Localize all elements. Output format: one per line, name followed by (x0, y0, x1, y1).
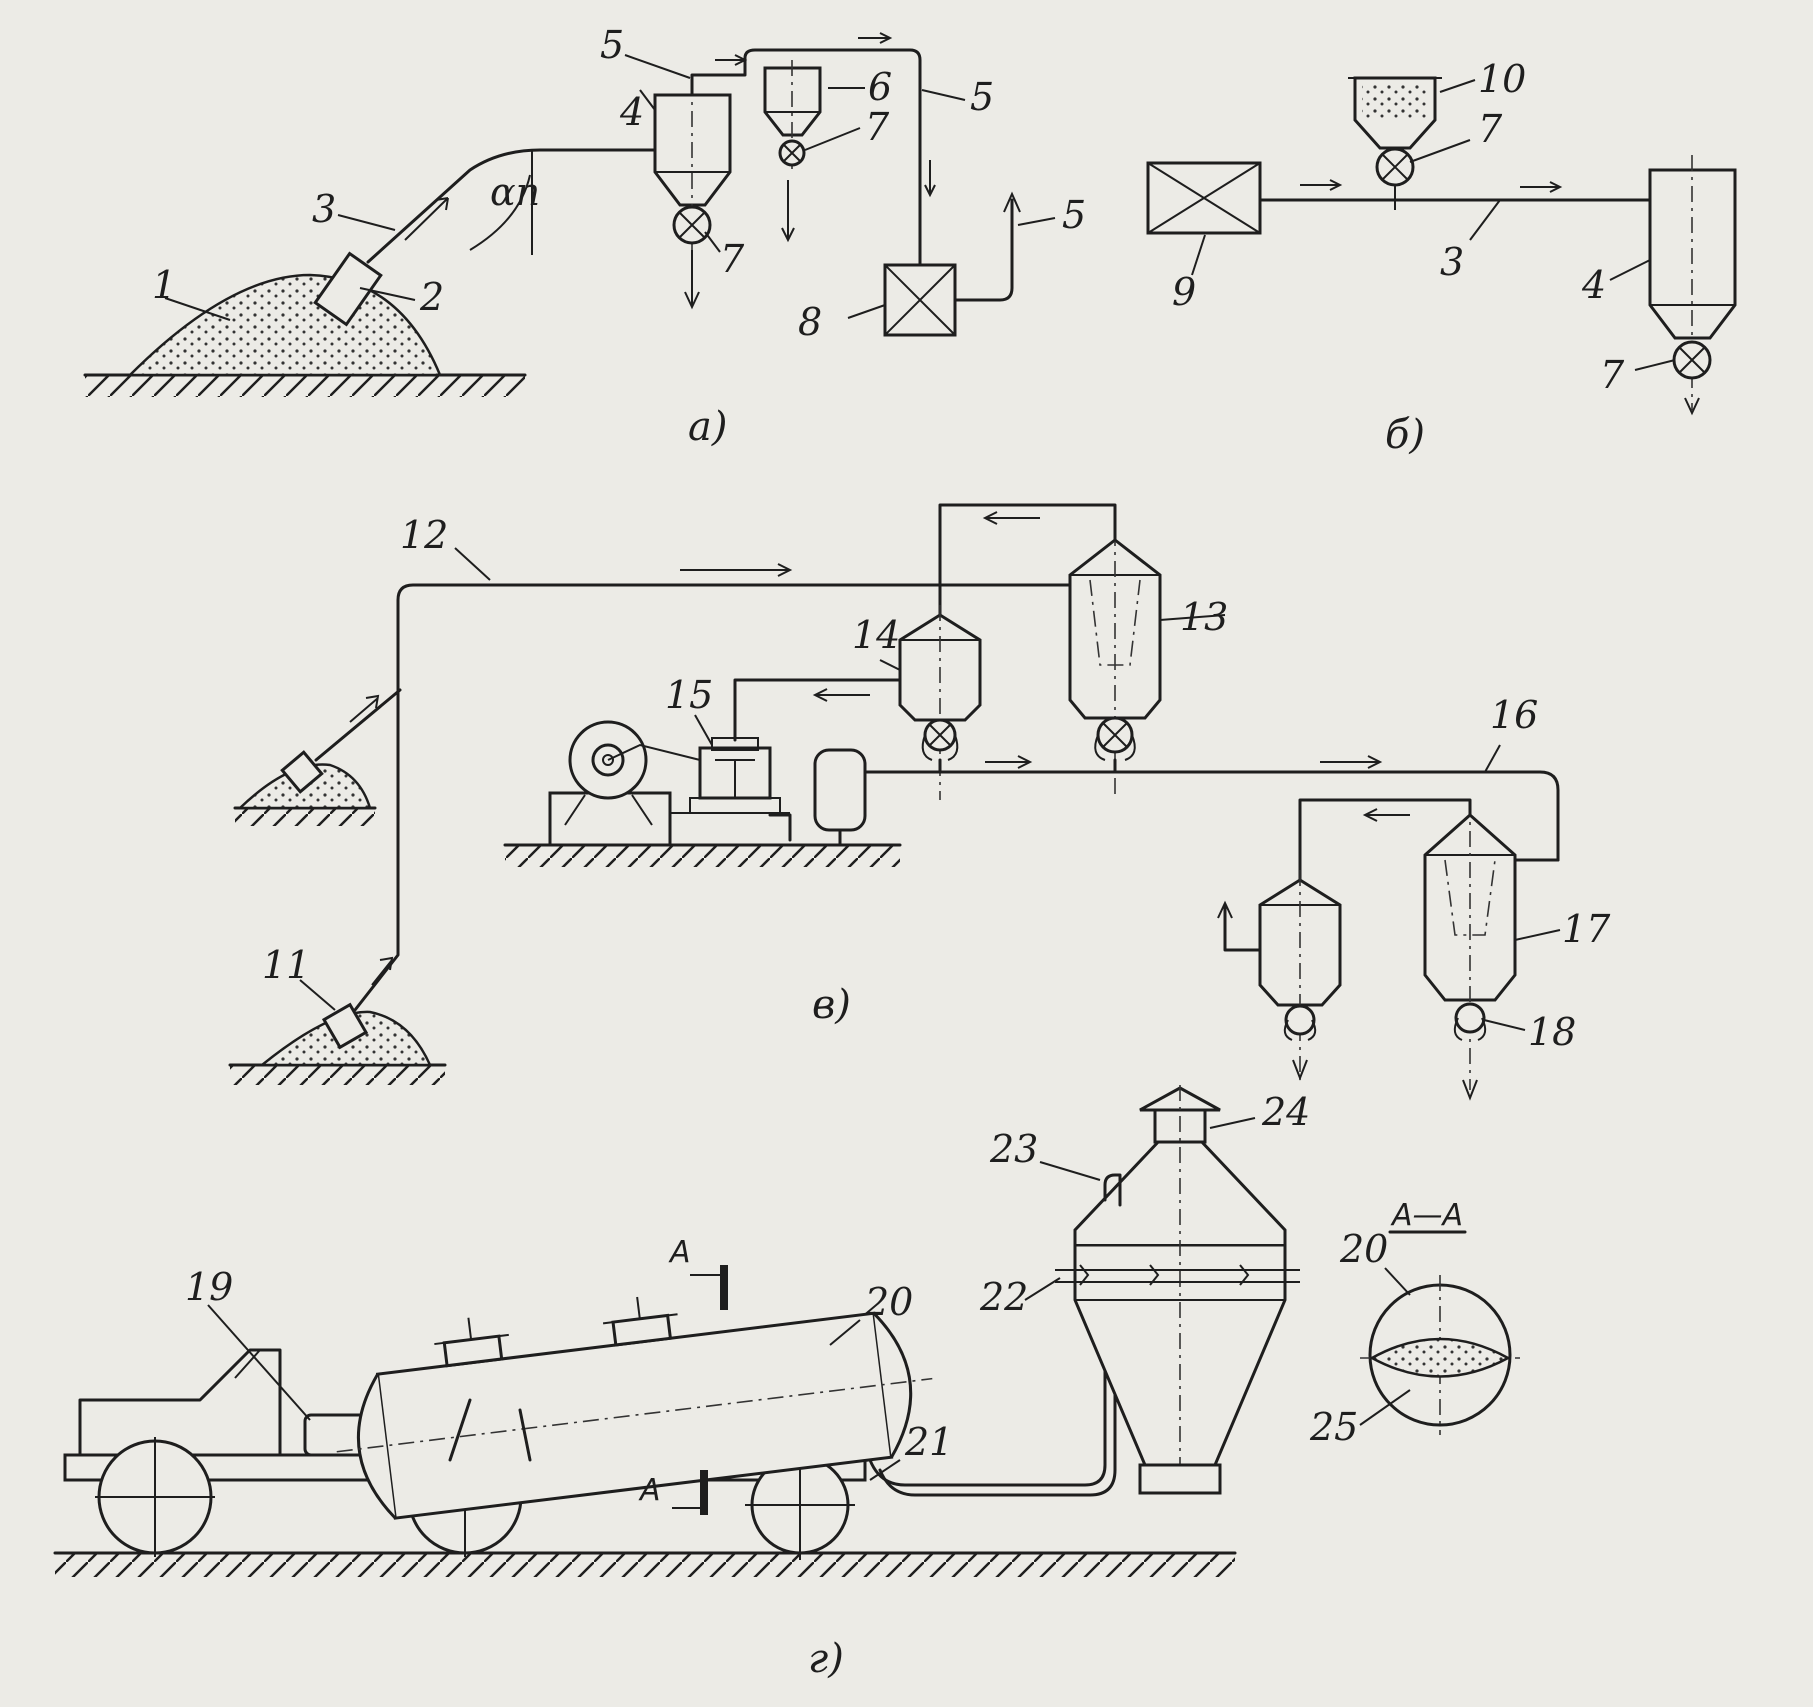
caption-a: а) (688, 404, 727, 450)
ground-d (55, 1553, 1235, 1577)
caption-b: б) (1385, 412, 1425, 458)
ring-22 (1055, 1269, 1300, 1283)
label-24: 24 (1261, 1090, 1310, 1134)
label-13: 13 (1180, 595, 1228, 639)
label-22: 22 (979, 1275, 1028, 1319)
label-14: 14 (852, 613, 900, 657)
section-mark-bottom: A (638, 1473, 661, 1508)
label-21: 21 (904, 1420, 953, 1464)
label-4b: 4 (1581, 263, 1606, 307)
suction-line-12 (353, 583, 1072, 1012)
scheme-c: 12 13 14 15 16 17 18 11 в) (228, 503, 1611, 1101)
label-6: 6 (868, 65, 892, 109)
caption-d: г) (808, 1636, 844, 1682)
material-pile-1 (126, 273, 442, 377)
air-pipe-5b (788, 48, 922, 267)
label-16: 16 (1490, 693, 1538, 737)
sluice-18 (1454, 1002, 1486, 1034)
label-4: 4 (619, 90, 644, 134)
label-10: 10 (1478, 57, 1526, 101)
label-3: 3 (312, 187, 336, 231)
label-17: 17 (1562, 907, 1611, 951)
suction-nozzle-11 (321, 1002, 369, 1050)
air-receiver-tank (813, 748, 867, 832)
angle-arc (469, 174, 531, 251)
tank-20 (336, 1296, 933, 1520)
caption-c: в) (812, 982, 851, 1028)
silo-outlet (1138, 1463, 1222, 1495)
label-7b: 7 (720, 237, 745, 281)
ground-a (85, 375, 525, 397)
conveying-pipe-3 (366, 148, 657, 264)
label-7c: 7 (1478, 107, 1503, 151)
label-23: 23 (989, 1127, 1038, 1171)
suction-nozzle-2 (313, 251, 383, 327)
label-20b: 20 (1339, 1227, 1388, 1271)
pressure-line-16 (863, 770, 1560, 862)
label-9: 9 (1172, 270, 1196, 314)
scheme-d: A A A—A 19 20 (53, 1085, 1520, 1682)
label-1: 1 (152, 263, 176, 307)
air-pipe-5a (690, 48, 792, 97)
section-mark-top: A (668, 1235, 691, 1270)
label-5c: 5 (1062, 193, 1086, 237)
label-15: 15 (665, 673, 713, 717)
label-7d: 7 (1600, 353, 1625, 397)
label-2: 2 (419, 275, 444, 319)
scheme-a: 1 2 3 4 5 6 7 7 5 8 5 αn а) (83, 23, 1086, 450)
truck-cab (78, 1348, 282, 1457)
label-7a: 7 (865, 105, 890, 149)
label-5b: 5 (970, 75, 994, 119)
material-25 (1369, 1337, 1511, 1378)
vacuum-line (733, 678, 902, 742)
label-5a: 5 (600, 23, 624, 67)
label-12: 12 (400, 513, 448, 557)
angle-label: αn (490, 170, 540, 214)
label-8: 8 (798, 300, 822, 344)
pipe-17-filter (1298, 798, 1472, 882)
label-3b: 3 (1440, 240, 1464, 284)
fill-pipe-23 (1103, 1173, 1122, 1207)
label-20: 20 (864, 1280, 913, 1324)
label-25: 25 (1309, 1405, 1358, 1449)
label-18: 18 (1528, 1010, 1576, 1054)
label-19: 19 (185, 1265, 233, 1309)
section-title: A—A (1390, 1198, 1463, 1233)
exhaust-pipe-5 (953, 198, 1014, 302)
label-11: 11 (262, 943, 310, 987)
air-return-pipe (938, 503, 1117, 617)
scheme-b: 10 7 9 3 4 7 б) (1146, 57, 1737, 458)
compressor-19 (303, 1413, 367, 1457)
